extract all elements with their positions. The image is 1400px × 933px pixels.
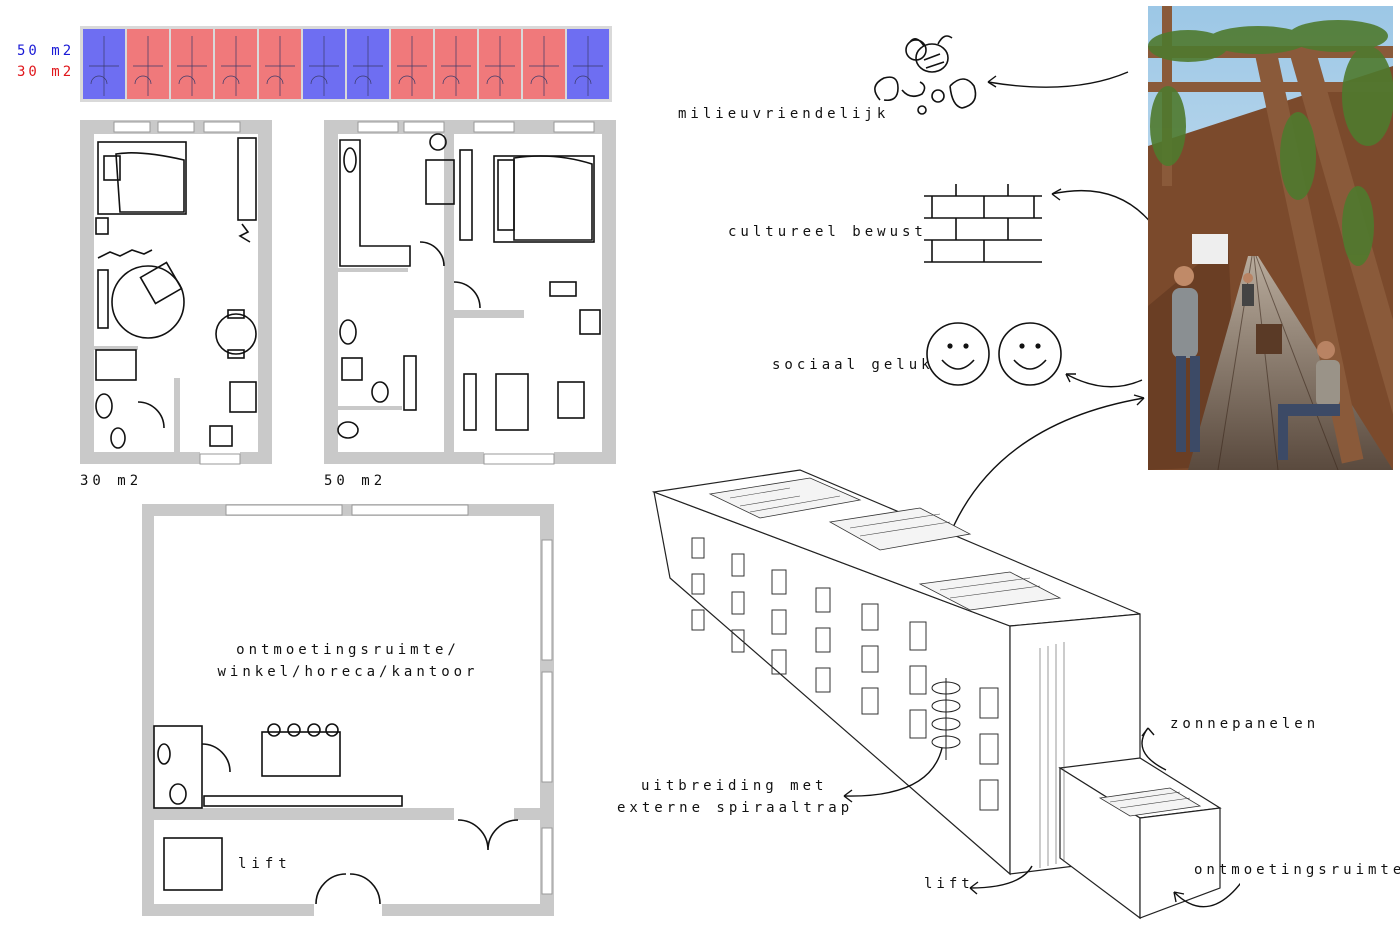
lift-arrow — [969, 865, 1033, 889]
strip-unit-linework — [573, 36, 603, 96]
rooftop-walkway-render — [1148, 6, 1393, 470]
annotation-extension-line1: uitbreiding met — [641, 778, 828, 794]
smiley-faces-icon — [926, 322, 1062, 386]
concept-eco-label: milieuvriendelijk — [678, 106, 890, 122]
meeting-arrow — [1173, 882, 1240, 908]
ground-floor-label-line1: ontmoetingsruimte/ — [236, 642, 460, 658]
legend-50-label: 50 m2 — [17, 43, 75, 59]
strip-unit-linework — [133, 36, 163, 96]
strip-unit-linework — [441, 36, 471, 96]
bee-icon — [874, 35, 977, 115]
strip-unit-linework — [397, 36, 427, 96]
annotation-extension-line2: externe spiraaltrap — [617, 800, 854, 816]
annotation-solar-label: zonnepanelen — [1170, 716, 1320, 732]
lift-shaft — [1039, 642, 1065, 868]
legend-30-label: 30 m2 — [17, 64, 75, 80]
ground-floor-lift-label: lift — [238, 856, 292, 872]
strip-unit-linework — [221, 36, 251, 96]
roof-solar-panels — [708, 477, 1202, 817]
ground-floor-plan: ontmoetingsruimte/ winkel/horeca/kantoor… — [142, 504, 554, 916]
strip-unit-linework — [485, 36, 515, 96]
eco-arrow — [987, 71, 1129, 88]
strip-unit-linework — [89, 36, 119, 96]
facade-windows — [691, 537, 999, 811]
annotation-lift-label: lift — [924, 876, 974, 892]
culture-arrow — [1051, 188, 1153, 225]
ground-floor-label-line2: winkel/horeca/kantoor — [217, 664, 478, 680]
extension-arrow — [843, 747, 943, 797]
plan-30m2-label: 30 m2 — [80, 473, 143, 489]
unit-strip — [80, 26, 612, 102]
social-arrow — [1065, 373, 1143, 388]
spiral-staircase — [931, 678, 961, 760]
plan-30m2 — [80, 120, 272, 465]
strip-unit-linework — [529, 36, 559, 96]
plan-50m2 — [324, 120, 616, 465]
strip-unit-linework — [177, 36, 207, 96]
concept-culture-label: cultureel bewust — [728, 224, 927, 240]
strip-cells — [83, 29, 609, 99]
strip-unit-linework — [309, 36, 339, 96]
brick-wall-icon — [924, 184, 1042, 263]
strip-unit-linework — [265, 36, 295, 96]
strip-unit-linework — [353, 36, 383, 96]
building-axonometric — [651, 394, 1240, 920]
annotation-meeting-label: ontmoetingsruimte — [1194, 862, 1400, 878]
plan-50m2-label: 50 m2 — [324, 473, 387, 489]
concept-social-label: sociaal geluk — [772, 357, 934, 373]
